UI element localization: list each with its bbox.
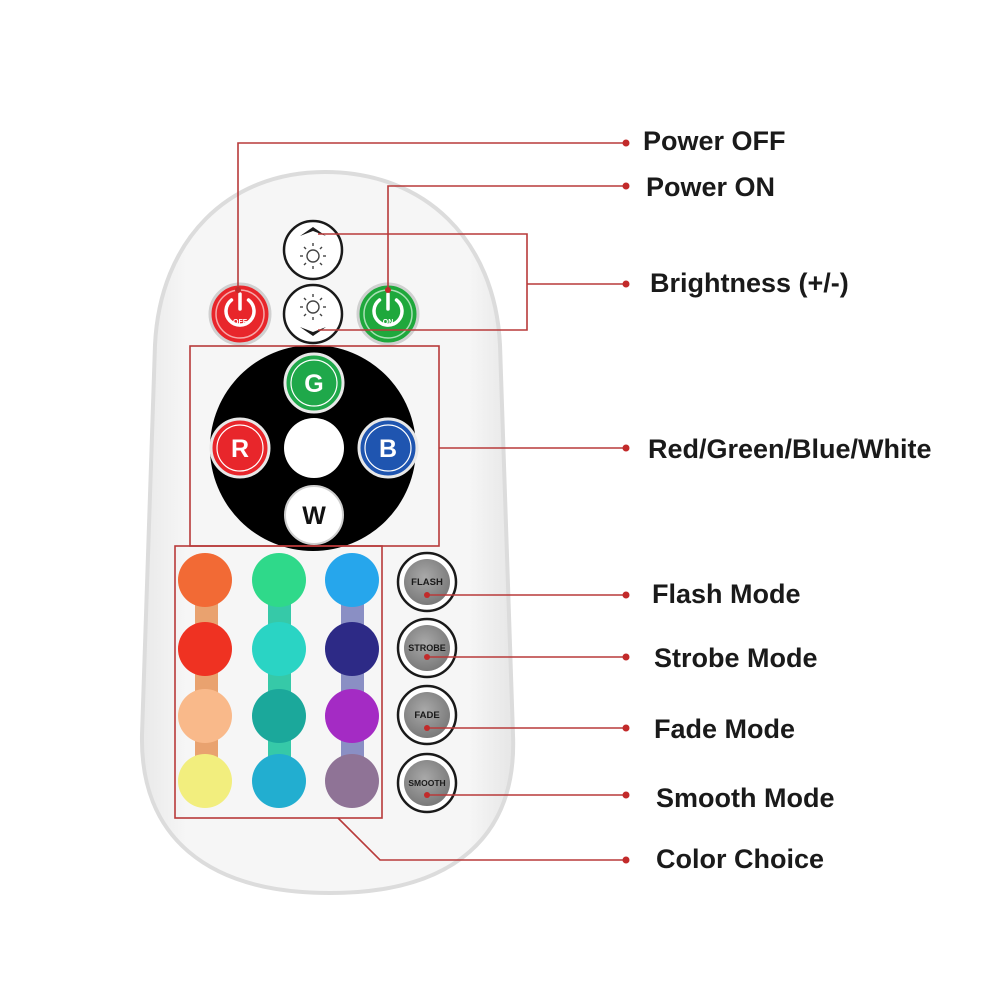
b-button[interactable]: B <box>357 417 419 479</box>
color-swatch-r3c2[interactable] <box>252 689 306 743</box>
leader-dot <box>622 182 630 190</box>
swatch-connector <box>268 580 291 780</box>
leader-dot <box>622 444 630 452</box>
brightness-down-button[interactable] <box>282 283 344 345</box>
w-button[interactable]: W <box>284 485 344 545</box>
power-off-label: OFF <box>233 319 248 326</box>
power-on-button[interactable]: ON <box>356 282 420 346</box>
color-swatch-r1c3[interactable] <box>325 553 379 607</box>
g-button[interactable]: G <box>283 352 345 414</box>
leader-brightness <box>318 233 528 331</box>
fade-mode-button[interactable]: FADE <box>396 684 458 746</box>
chevron-down-icon <box>300 327 326 336</box>
brightness-up-button[interactable] <box>282 219 344 281</box>
callout-strobe: Strobe Mode <box>654 643 818 673</box>
chevron-up-icon <box>300 227 326 236</box>
g-label: G <box>304 370 323 398</box>
r-label: R <box>231 435 249 463</box>
callout-power-on: Power ON <box>646 172 776 202</box>
leader-dot <box>622 724 630 732</box>
leader-dot <box>622 139 630 147</box>
callout-color-choice: Color Choice <box>656 844 825 874</box>
leader-color-choice <box>337 817 626 861</box>
r-button[interactable]: R <box>209 417 271 479</box>
callout-smooth: Smooth Mode <box>656 783 835 813</box>
swatch-connector <box>341 580 364 780</box>
swatch-connector <box>195 580 218 780</box>
color-grid <box>178 553 379 808</box>
leader-dot <box>622 791 630 799</box>
fade-label: FADE <box>414 710 439 721</box>
w-label: W <box>302 502 326 530</box>
strobe-mode-button[interactable]: STROBE <box>396 617 458 679</box>
leader-power-on <box>387 185 626 290</box>
color-swatch-r3c3[interactable] <box>325 689 379 743</box>
power-off-icon <box>224 292 256 327</box>
leader-power-off <box>237 142 626 290</box>
leader-dot <box>385 287 391 293</box>
leader-dot <box>622 591 630 599</box>
color-swatch-r2c2[interactable] <box>252 622 306 676</box>
leader-dot <box>424 654 430 660</box>
leader-dot <box>424 725 430 731</box>
power-on-icon <box>372 292 404 327</box>
leader-dot <box>424 592 430 598</box>
color-swatch-r4c1[interactable] <box>178 754 232 808</box>
leader-color-box <box>174 545 383 819</box>
smooth-mode-button[interactable]: SMOOTH <box>396 752 458 814</box>
flash-label: FLASH <box>411 577 443 588</box>
callout-brightness: Brightness (+/-) <box>650 268 849 298</box>
strobe-label: STROBE <box>408 643 446 653</box>
leader-dot <box>424 792 430 798</box>
flash-mode-button[interactable]: FLASH <box>396 551 458 613</box>
power-on-label: ON <box>383 319 394 326</box>
color-swatch-r1c1[interactable] <box>178 553 232 607</box>
color-swatch-r1c2[interactable] <box>252 553 306 607</box>
sun-icon <box>300 294 326 320</box>
callout-fade: Fade Mode <box>654 714 796 744</box>
power-off-button[interactable]: OFF <box>208 282 272 346</box>
leader-lines <box>174 139 630 864</box>
color-swatch-r2c1[interactable] <box>178 622 232 676</box>
leader-dot <box>622 856 630 864</box>
sun-icon <box>300 243 326 269</box>
color-swatch-r3c1[interactable] <box>178 689 232 743</box>
callout-power-off: Power OFF <box>643 126 786 156</box>
callout-rgbw: Red/Green/Blue/White <box>648 434 932 464</box>
rgbw-panel: G R B W <box>209 345 419 551</box>
callout-flash: Flash Mode <box>652 579 801 609</box>
leader-dot <box>622 280 630 288</box>
color-swatch-r4c3[interactable] <box>325 754 379 808</box>
smooth-label: SMOOTH <box>408 778 445 788</box>
leader-dot <box>622 653 630 661</box>
center-button[interactable] <box>284 418 344 478</box>
leader-dot <box>235 287 241 293</box>
color-swatch-r4c2[interactable] <box>252 754 306 808</box>
color-swatch-r2c3[interactable] <box>325 622 379 676</box>
b-label: B <box>379 435 397 463</box>
